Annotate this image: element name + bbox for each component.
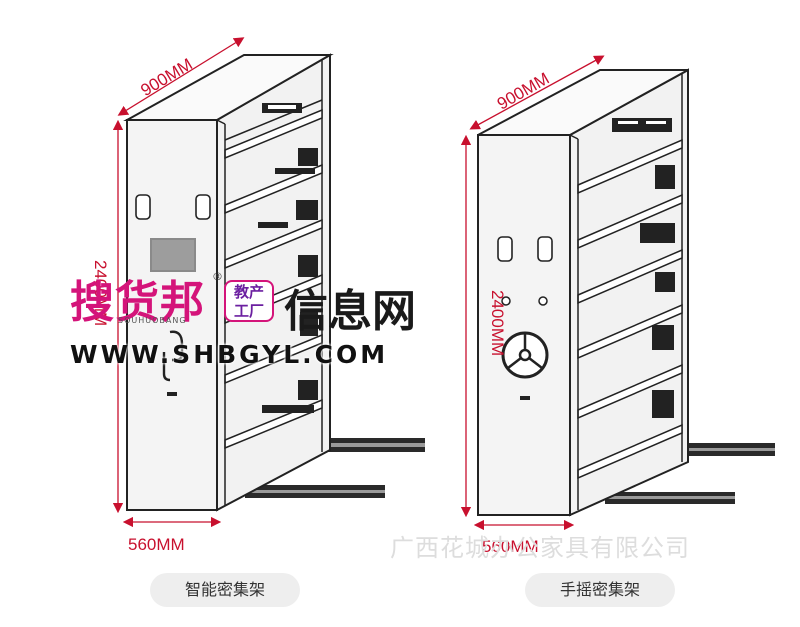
height-label-right: 2400MM xyxy=(488,290,507,356)
handle-right-1 xyxy=(497,236,513,262)
floor-rails-right xyxy=(605,443,775,504)
manual-shelf-cabinet xyxy=(477,68,775,517)
height-label-left: 2400MM xyxy=(91,260,110,326)
handle-left-2 xyxy=(195,194,211,220)
badge-line-1: 教产 xyxy=(233,283,264,301)
floor-rails-left xyxy=(245,438,425,498)
brand-pinyin: SOUHUOBANG xyxy=(118,316,187,325)
company-watermark: 广西花城办公家具有限公司 xyxy=(390,534,690,562)
handle-left-1 xyxy=(135,194,151,220)
handle-right-2 xyxy=(537,236,553,262)
site-url-watermark: WWW.SHBGYL.COM xyxy=(70,340,389,369)
width-label-left: 560MM xyxy=(128,535,185,554)
registered-mark: ® xyxy=(212,270,223,283)
brand-badge: 教产 工厂 xyxy=(224,280,274,322)
manual-shelf-label: 手摇密集架 xyxy=(525,573,675,607)
badge-line-2: 工厂 xyxy=(233,302,264,320)
site-name-watermark: 信息网 xyxy=(284,286,416,337)
hand-wheel xyxy=(501,331,549,379)
width-label-right: 560MM xyxy=(482,537,539,556)
brand-watermark: 搜货邦 xyxy=(70,277,205,328)
smart-shelf-label: 智能密集架 xyxy=(150,573,300,607)
